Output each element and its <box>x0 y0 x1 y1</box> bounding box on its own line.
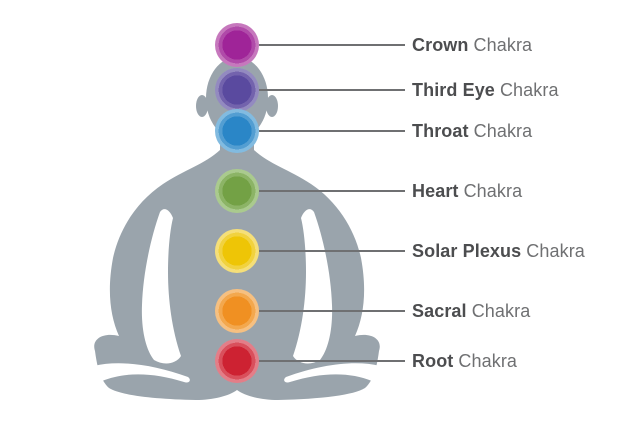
figure-gap-right-arm <box>293 209 333 364</box>
chakra-name: Solar Plexus <box>412 241 522 261</box>
sacral-chakra-dot <box>215 289 259 333</box>
solar-plexus-chakra-dot <box>215 229 259 273</box>
chakra-suffix: Chakra <box>473 35 533 55</box>
connector-line <box>259 89 405 91</box>
connector-line <box>259 360 405 362</box>
chakra-name: Crown <box>412 35 469 55</box>
crown-chakra-dot <box>215 23 259 67</box>
connector-line <box>259 310 405 312</box>
figure-gap-left-arm <box>141 209 181 364</box>
connector-line <box>259 190 405 192</box>
chakra-name: Root <box>412 351 454 371</box>
chakra-suffix: Chakra <box>471 301 531 321</box>
chakra-suffix: Chakra <box>526 241 585 261</box>
chakra-suffix: Chakra <box>458 351 518 371</box>
connector-line <box>259 250 405 252</box>
connector-line <box>259 44 405 46</box>
throat-chakra-dot <box>215 109 259 153</box>
root-chakra-dot <box>215 339 259 383</box>
chakra-name: Throat <box>412 121 469 141</box>
figure-ear-left <box>196 95 208 117</box>
chakra-suffix: Chakra <box>499 80 559 100</box>
heart-chakra-dot <box>215 169 259 213</box>
figure-gap-left-leg <box>92 363 190 383</box>
chakra-suffix: Chakra <box>473 121 533 141</box>
figure-gap-right-leg <box>284 363 382 383</box>
chakra-suffix: Chakra <box>463 181 523 201</box>
connector-line <box>259 130 405 132</box>
chakra-name: Heart <box>412 181 459 201</box>
chakra-name: Third Eye <box>412 80 495 100</box>
chakra-name: Sacral <box>412 301 467 321</box>
figure-ear-right <box>266 95 278 117</box>
third-eye-chakra-dot <box>215 68 259 112</box>
